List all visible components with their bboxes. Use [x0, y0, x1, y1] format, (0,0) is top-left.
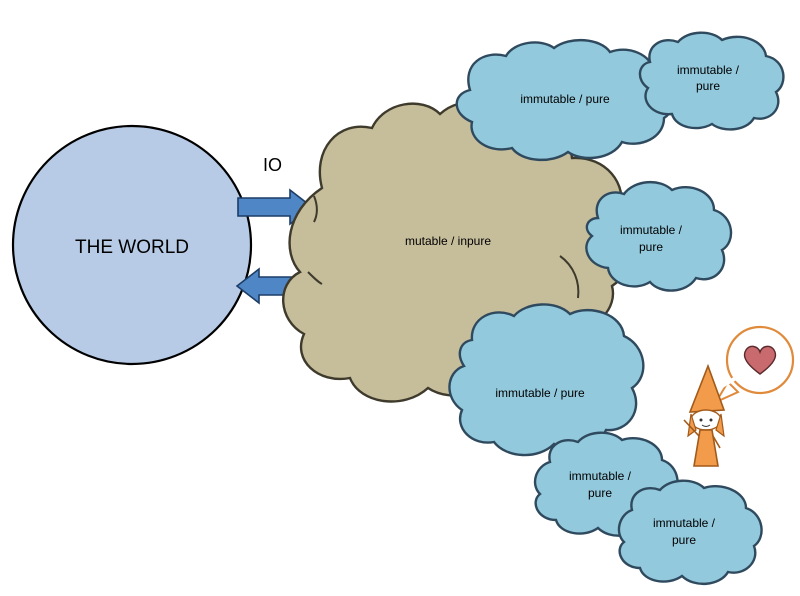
pure-cloud-label: pure: [696, 79, 720, 93]
world-circle: [11, 124, 253, 366]
pure-cloud-label: immutable / pure: [495, 386, 585, 400]
pure-cloud-label: immutable /: [620, 223, 683, 237]
pure-cloud-label: immutable /: [653, 516, 716, 530]
speech-bubble-joint: [721, 376, 737, 388]
character-arm: [683, 419, 700, 437]
character-body: [693, 429, 719, 467]
pure-cloud-label: immutable /: [569, 469, 632, 483]
heart-icon: [743, 345, 777, 375]
io-label: IO: [263, 155, 282, 175]
character-eye: [709, 418, 713, 422]
impure-cloud-label: mutable / inpure: [405, 234, 491, 248]
impure-cloud-fold: [559, 255, 580, 299]
pure-cloud: immutable / pure: [455, 38, 675, 162]
impure-cloud-fold: [313, 195, 318, 223]
pure-cloud: immutable / pure: [448, 303, 645, 457]
pure-cloud-shape: [617, 479, 763, 585]
character-eye: [699, 418, 703, 422]
character-figure: [683, 363, 726, 467]
pure-cloud-shape: [638, 31, 785, 131]
impure-cloud-fold: [307, 271, 323, 285]
speech-bubble: [713, 325, 795, 405]
pure-cloud-shape: [448, 303, 645, 457]
pure-cloud-label: immutable /: [677, 63, 740, 77]
character-hat: [688, 363, 726, 413]
world-label: THE WORLD: [75, 237, 189, 258]
pure-cloud-label: pure: [639, 240, 663, 254]
pure-cloud: immutable / pure: [585, 181, 733, 292]
pure-cloud-label: pure: [588, 486, 612, 500]
character-mouth: [701, 424, 711, 427]
pure-cloud-shape: [585, 181, 733, 292]
world-node: THE WORLD: [11, 124, 253, 366]
character-hair: [715, 413, 725, 438]
pure-cloud-label: immutable / pure: [520, 92, 610, 106]
speech-bubble-tail: [713, 380, 740, 405]
pure-cloud: immutable / pure: [638, 31, 785, 131]
pure-cloud-shape: [455, 38, 675, 162]
pure-cloud: immutable / pure: [617, 479, 763, 585]
pure-cloud-label: pure: [672, 533, 696, 547]
character-arm: [712, 435, 721, 449]
